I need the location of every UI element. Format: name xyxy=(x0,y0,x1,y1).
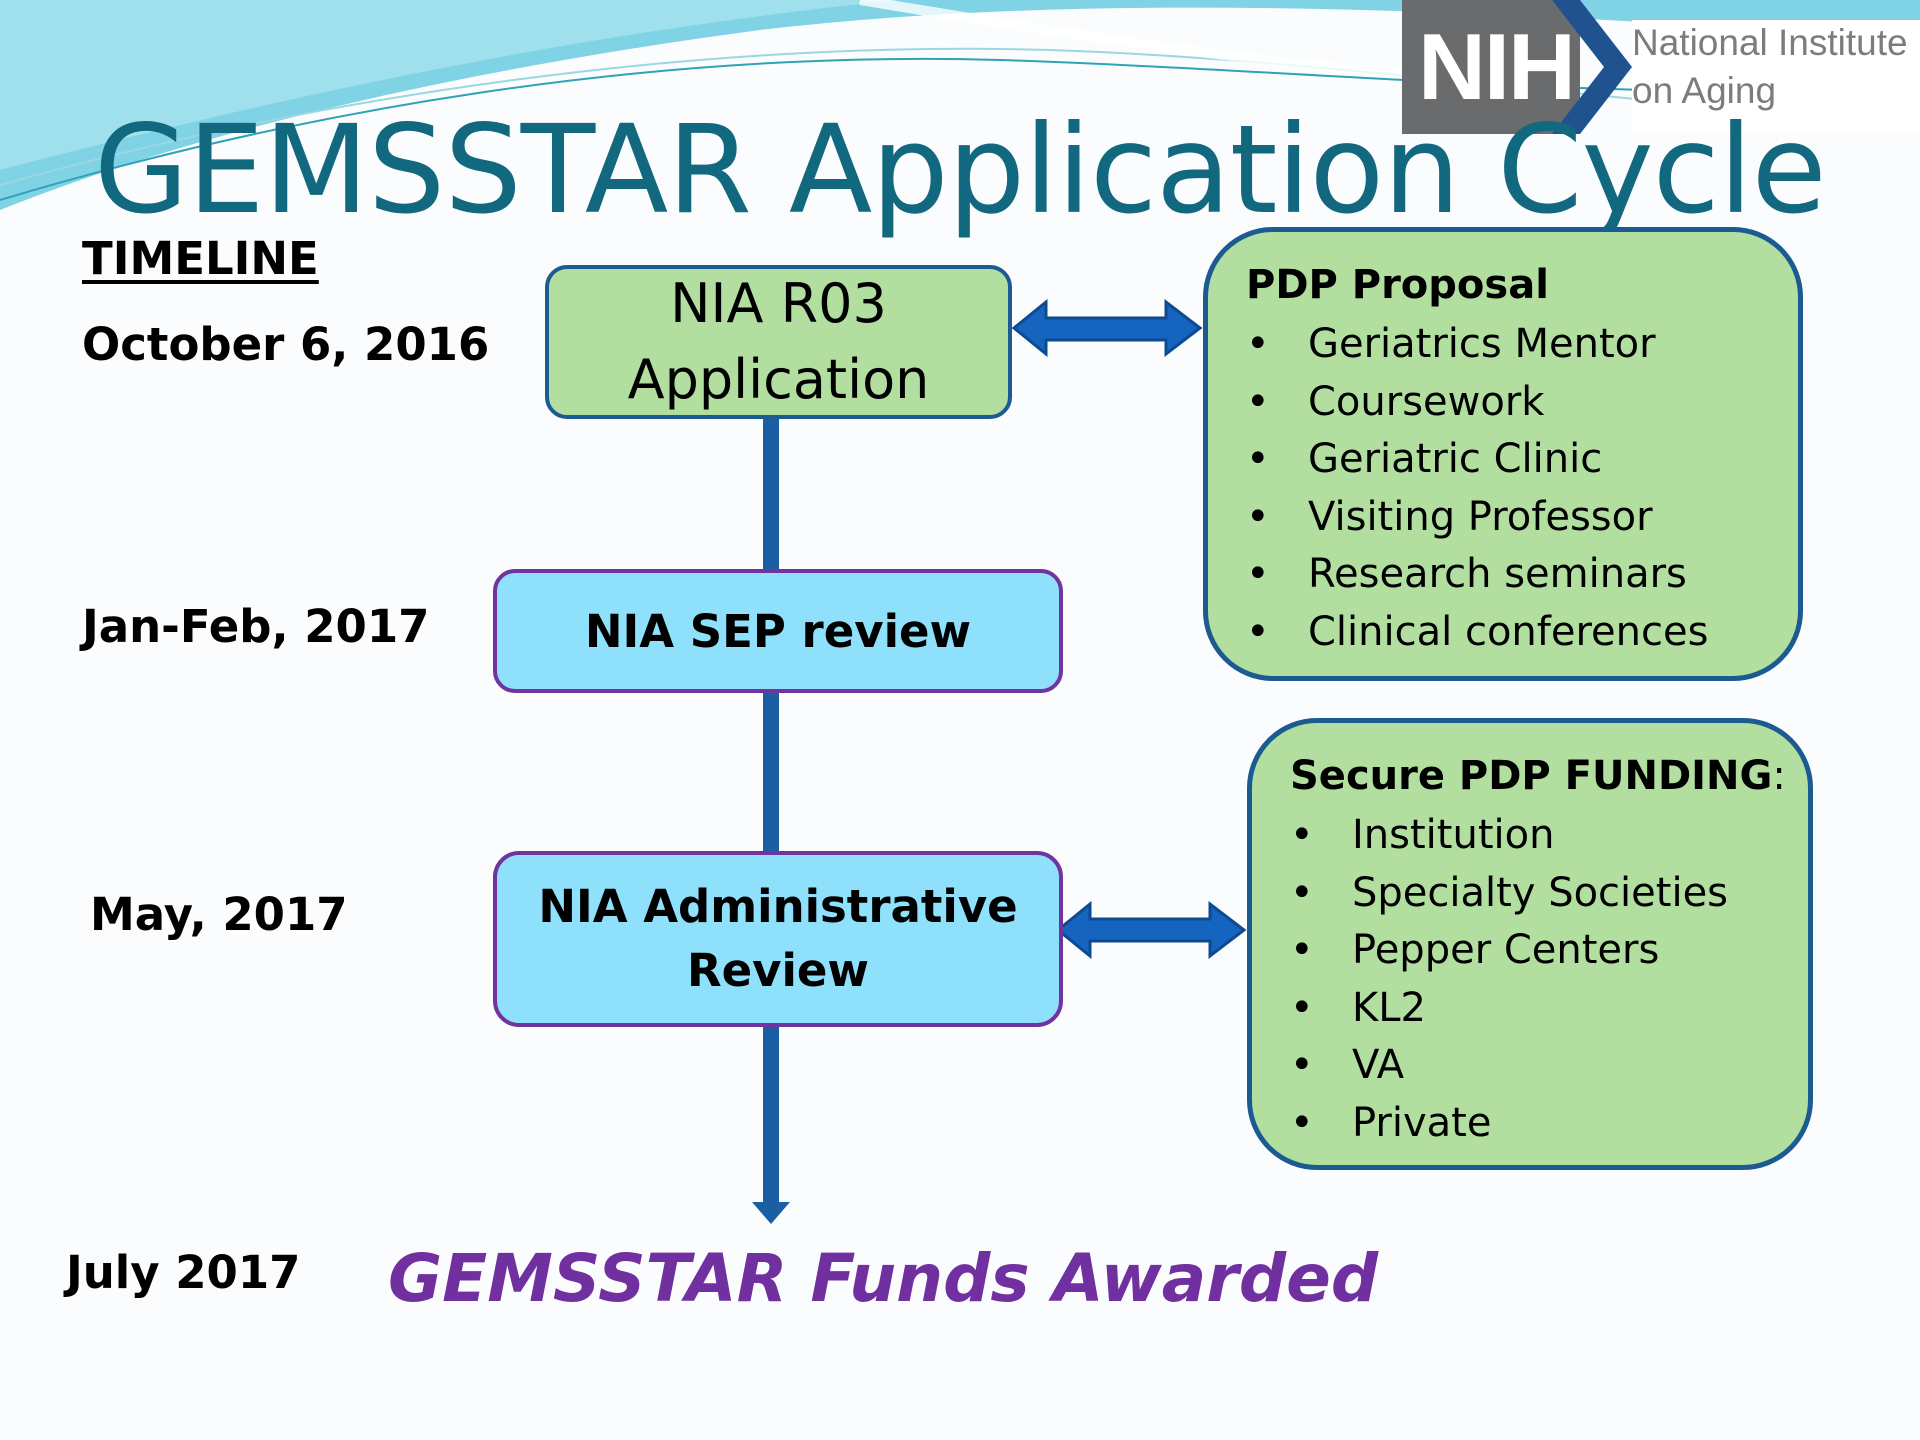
admin-box-line1: NIA Administrative xyxy=(538,880,1018,933)
nih-logo-mark: NIH xyxy=(1402,0,1580,134)
pdp-proposal-box: PDP Proposal •Geriatrics Mentor •Coursew… xyxy=(1203,227,1803,681)
pdp-funding-title: Secure PDP FUNDING: xyxy=(1290,753,1786,799)
double-arrow-icon xyxy=(1011,298,1203,358)
timeline-date-1: October 6, 2016 xyxy=(82,318,490,371)
list-item: •Visiting Professor xyxy=(1246,489,1708,547)
bullet-icon: • xyxy=(1290,869,1314,916)
list-item: •Geriatrics Mentor xyxy=(1246,316,1708,374)
bullet-icon: • xyxy=(1290,1099,1314,1146)
sep-review-label: NIA SEP review xyxy=(584,604,972,658)
list-item: •Pepper Centers xyxy=(1290,922,1728,980)
bullet-icon: • xyxy=(1246,608,1270,655)
bullet-icon: • xyxy=(1290,984,1314,1031)
double-arrow-icon xyxy=(1055,900,1247,960)
nih-logo: NIH National Institute on Aging xyxy=(1402,0,1920,134)
connector-sep-admin xyxy=(763,690,779,854)
list-item: •KL2 xyxy=(1290,980,1728,1038)
admin-review-box: NIA Administrative Review xyxy=(493,851,1063,1027)
connector-r03-sep xyxy=(763,412,779,574)
bullet-icon: • xyxy=(1290,927,1314,974)
down-arrow-icon xyxy=(752,1024,790,1224)
bullet-icon: • xyxy=(1246,321,1270,367)
pdp-funding-list: •Institution •Specialty Societies •Peppe… xyxy=(1290,807,1728,1153)
admin-box-line2: Review xyxy=(686,944,870,997)
list-item: •Coursework xyxy=(1246,374,1708,432)
pdp-proposal-title: PDP Proposal xyxy=(1246,262,1549,308)
timeline-date-4: July 2017 xyxy=(66,1246,301,1299)
nih-chevron-icon xyxy=(1552,0,1632,134)
list-item: •Specialty Societies xyxy=(1290,865,1728,923)
bullet-icon: • xyxy=(1246,378,1270,425)
list-item: •Geriatric Clinic xyxy=(1246,431,1708,489)
list-item: •Institution xyxy=(1290,807,1728,865)
list-item: •VA xyxy=(1290,1037,1728,1095)
r03-box-line2: Application xyxy=(627,348,930,411)
bullet-icon: • xyxy=(1290,1042,1314,1089)
nia-logo-name: National Institute on Aging xyxy=(1632,20,1920,134)
funds-awarded-label: GEMSSTAR Funds Awarded xyxy=(388,1240,1379,1317)
pdp-funding-box: Secure PDP FUNDING: •Institution •Specia… xyxy=(1247,718,1813,1170)
sep-review-box: NIA SEP review xyxy=(493,569,1063,693)
list-item: •Private xyxy=(1290,1095,1728,1153)
timeline-date-2: Jan-Feb, 2017 xyxy=(82,600,430,653)
nia-logo-line1: National Institute xyxy=(1632,22,1908,63)
r03-box-line1: NIA R03 xyxy=(670,272,887,335)
bullet-icon: • xyxy=(1246,436,1270,483)
pdp-proposal-list: •Geriatrics Mentor •Coursework •Geriatri… xyxy=(1246,316,1708,662)
nia-logo-line2: on Aging xyxy=(1632,70,1777,111)
list-item: •Research seminars xyxy=(1246,546,1708,604)
bullet-icon: • xyxy=(1246,551,1270,598)
bullet-icon: • xyxy=(1290,812,1314,858)
nih-logo-text: NIH xyxy=(1418,14,1576,119)
slide-title: GEMSSTAR Application Cycle xyxy=(94,99,1827,241)
list-item: •Clinical conferences xyxy=(1246,604,1708,662)
bullet-icon: • xyxy=(1246,493,1270,540)
timeline-header: TIMELINE xyxy=(82,232,319,285)
timeline-date-3: May, 2017 xyxy=(90,888,348,941)
r03-application-box: NIA R03 Application xyxy=(545,265,1012,419)
